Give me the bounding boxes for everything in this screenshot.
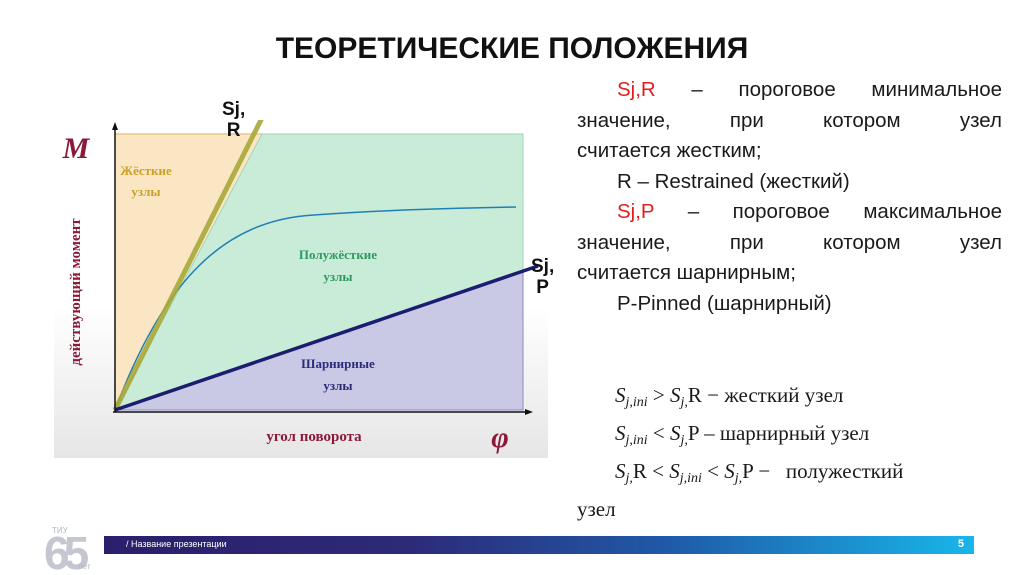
restrained-note: R – Restrained (жесткий) xyxy=(617,169,850,193)
formula-symbol: S xyxy=(670,383,681,407)
y-axis-symbol: M xyxy=(62,132,91,165)
page-number: 5 xyxy=(957,538,964,550)
classification-conditions: Sj,ini > Sj,R − жесткий узел Sj,ini < Sj… xyxy=(577,380,1002,524)
formula-symbol: S xyxy=(724,459,735,483)
condition-pinned: Sj,ini < Sj,P – шарнирный узел xyxy=(577,418,1002,456)
formula-symbol: S xyxy=(615,383,626,407)
condition-rigid: Sj,ini > Sj,R − жесткий узел xyxy=(577,380,1002,418)
definition-sjr: Sj,R – пороговое минимальное xyxy=(577,75,1002,106)
definitions-text: Sj,R – пороговое минимальное значение, п… xyxy=(577,75,1002,319)
presentation-title: / Название презентации xyxy=(126,539,227,549)
formula-subscript: j,ini xyxy=(679,471,702,486)
sjp-label: Sj, P xyxy=(531,256,554,298)
joint-classification-diagram: Жёсткие узлы Полужёсткие узлы Шарнирные … xyxy=(54,120,548,458)
formula-subscript: j, xyxy=(625,471,633,486)
formula-subscript: j, xyxy=(680,433,688,448)
definition-text: – пороговое максимальное xyxy=(654,200,1002,223)
rigid-region-label: Жёсткие xyxy=(120,163,172,178)
formula-operator: < xyxy=(647,421,671,445)
formula-subscript: j,ini xyxy=(625,433,648,448)
sjr-label-line1: Sj, xyxy=(222,99,246,120)
formula-result: − жесткий узел xyxy=(701,383,844,407)
formula-symbol: S xyxy=(670,421,681,445)
formula-subscript: j, xyxy=(680,395,688,410)
formula-symbol: S xyxy=(615,421,626,445)
formula-operator: < xyxy=(701,459,725,483)
formula-subscript: j,ini xyxy=(625,395,648,410)
formula-symbol: S xyxy=(615,459,626,483)
formula-symbol: P xyxy=(687,421,699,445)
formula-symbol: P xyxy=(742,459,754,483)
formula-result: − полужесткий xyxy=(753,459,904,483)
page-title: ТЕОРЕТИЧЕСКИЕ ПОЛОЖЕНИЯ xyxy=(275,32,749,65)
semi-rigid-region-label-2: узлы xyxy=(323,269,352,284)
formula-result: – шарнирный узел xyxy=(698,421,870,445)
definition-text: – пороговое минимальное xyxy=(655,78,1002,101)
definition-text: считается шарнирным; xyxy=(577,261,796,284)
x-axis-symbol: φ xyxy=(491,421,509,454)
sjr-label: Sj, R xyxy=(222,99,245,141)
formula-operator: < xyxy=(646,459,670,483)
formula-result-wrap: узел xyxy=(577,497,616,521)
logo-bottom-text: лет xyxy=(78,562,91,570)
definition-text: значение, при котором узел xyxy=(577,230,1002,254)
definition-sjp: Sj,P – пороговое максимальное xyxy=(577,197,1002,228)
semi-rigid-region-label: Полужёсткие xyxy=(299,247,377,262)
pinned-region-label-2: узлы xyxy=(323,378,352,393)
sjr-line xyxy=(112,120,264,412)
sjp-label-line2: P xyxy=(536,277,549,298)
pinned-note: P-Pinned (шарнирный) xyxy=(617,291,832,315)
formula-symbol: S xyxy=(669,459,680,483)
condition-semi-rigid: Sj,R < Sj,ini < Sj,P − полужесткий xyxy=(577,456,1002,494)
footer-bar: / Название презентации 5 xyxy=(104,536,974,554)
definition-text: считается жестким; xyxy=(577,139,762,162)
formula-operator: > xyxy=(647,383,671,407)
university-logo: ТИУ 65 лет xyxy=(42,522,102,575)
logo-top-text: ТИУ xyxy=(52,526,69,535)
formula-symbol: R xyxy=(687,383,702,407)
diagram-graphic: Жёсткие узлы Полужёсткие узлы Шарнирные … xyxy=(62,120,539,454)
rigid-region-label-2: узлы xyxy=(131,184,160,199)
sjp-label-line1: Sj, xyxy=(531,256,555,277)
y-axis-label: действующий момент xyxy=(68,218,84,366)
sjp-key: Sj,P xyxy=(617,200,655,223)
definition-text: значение, при котором узел xyxy=(577,108,1002,132)
sjr-key: Sj,R xyxy=(617,78,656,101)
x-axis-label: угол поворота xyxy=(266,429,362,445)
formula-symbol: R xyxy=(632,459,647,483)
sjr-label-line2: R xyxy=(226,120,241,141)
sjp-line xyxy=(114,264,539,412)
formula-subscript: j, xyxy=(734,471,743,486)
pinned-region-label: Шарнирные xyxy=(301,356,375,371)
